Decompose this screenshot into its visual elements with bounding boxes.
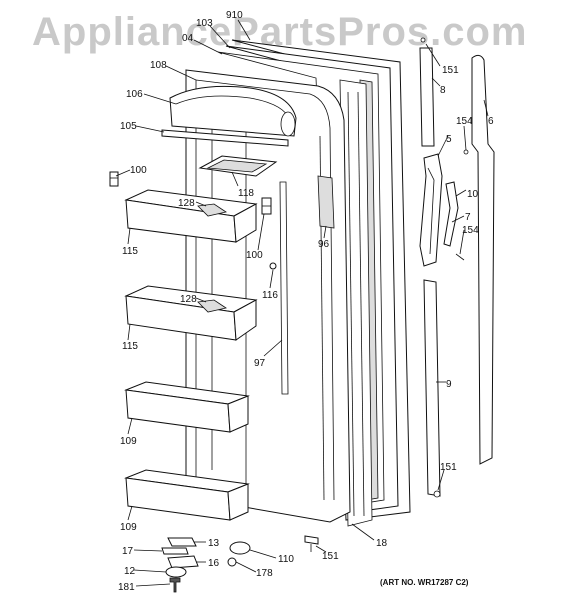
door-bin-115-lower (124, 285, 258, 341)
label-115-upper: 115 (122, 246, 138, 257)
label-16: 16 (208, 558, 220, 569)
door-bin-115-upper (124, 189, 258, 243)
label-181: 181 (118, 582, 135, 593)
screw-154-upper (463, 149, 469, 155)
part-12 (165, 566, 187, 578)
label-154-upper: 154 (456, 116, 473, 127)
label-151-top: 151 (442, 65, 459, 76)
label-151-bottom: 151 (322, 551, 339, 562)
label-6: 6 (488, 116, 494, 127)
label-110: 110 (278, 554, 294, 565)
label-118: 118 (238, 188, 254, 199)
label-12: 12 (124, 566, 136, 577)
screw-116 (269, 262, 277, 270)
label-910: 910 (226, 10, 243, 21)
handle-5 (419, 153, 443, 267)
door-bin-109-lower (124, 469, 250, 521)
handle-mount-10 (443, 181, 459, 247)
callout-labels: 910 103 04 108 106 105 100 118 128 115 1… (118, 10, 494, 593)
shelf-clip-100-left (109, 171, 119, 187)
label-5: 5 (446, 134, 452, 145)
screw-151-bottom-right (433, 490, 441, 498)
label-128-upper: 128 (178, 198, 195, 209)
label-109-upper: 109 (120, 436, 137, 447)
trim-8 (419, 47, 435, 147)
trim-9 (423, 279, 441, 497)
part-178 (227, 557, 237, 567)
label-100-lower: 100 (246, 250, 263, 261)
part-17 (161, 547, 189, 555)
leader-lines (115, 19, 489, 587)
screw-151-bottom (304, 535, 319, 552)
label-10: 10 (467, 189, 479, 200)
label-106: 106 (126, 89, 143, 100)
label-9: 9 (446, 379, 452, 390)
label-7: 7 (465, 212, 471, 223)
screw-151-top (420, 37, 426, 43)
label-108: 108 (150, 60, 167, 71)
part-16 (167, 555, 199, 569)
egg-tray-118 (198, 155, 278, 177)
label-17: 17 (122, 546, 134, 557)
label-100-upper: 100 (130, 165, 147, 176)
dairy-compartment (169, 85, 297, 137)
label-18: 18 (376, 538, 388, 549)
label-96: 96 (318, 239, 330, 250)
label-178: 178 (256, 568, 273, 579)
label-97: 97 (254, 358, 266, 369)
part-110 (229, 541, 251, 555)
label-128-lower: 128 (180, 294, 197, 305)
door-bin-109-upper (124, 381, 250, 433)
insert-96 (317, 175, 335, 229)
label-105: 105 (120, 121, 137, 132)
dairy-trim-105 (161, 129, 289, 147)
screw-154-lower (455, 253, 465, 261)
label-8: 8 (440, 85, 446, 96)
part-13 (167, 537, 197, 547)
label-13: 13 (208, 538, 220, 549)
label-151-right: 151 (440, 462, 457, 473)
label-154-lower: 154 (462, 225, 479, 236)
label-104: 04 (182, 33, 194, 44)
shelf-clip-100-right (261, 197, 272, 215)
art-number: (ART NO. WR17287 C2) (380, 578, 469, 587)
strip-6 (471, 54, 495, 465)
label-103: 103 (196, 18, 213, 29)
label-109-lower: 109 (120, 522, 137, 533)
label-116: 116 (262, 290, 278, 301)
shelf-rail-97 (279, 181, 289, 395)
label-115-lower: 115 (122, 341, 138, 352)
part-181 (169, 577, 181, 593)
